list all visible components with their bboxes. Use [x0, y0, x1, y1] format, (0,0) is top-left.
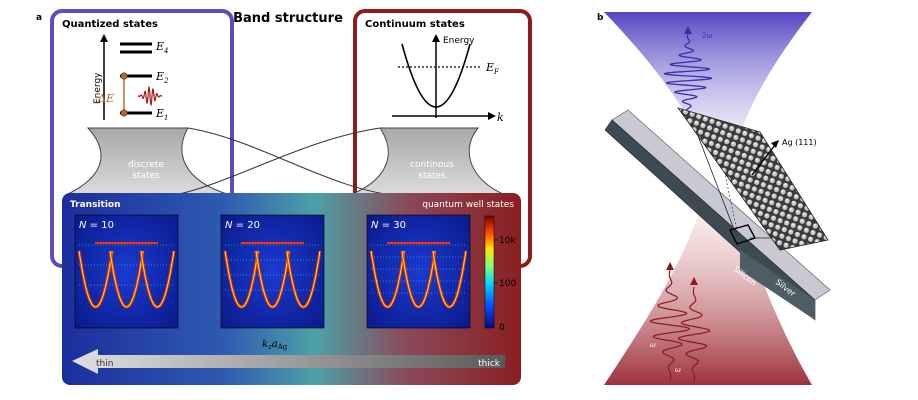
colorbar: [484, 215, 495, 329]
qw-map-3: N = 30: [366, 214, 471, 329]
continuum-energy-arrowhead: [432, 34, 440, 42]
fundamental-wave-1: [649, 269, 691, 381]
band-structure-title: Band structure: [233, 11, 343, 26]
electron-e2: [120, 72, 128, 80]
e1-label: E1: [155, 107, 169, 122]
qw-map-label: N = 20: [225, 220, 260, 231]
k-axis-label: k: [497, 111, 504, 124]
surface-marker: [728, 224, 757, 245]
qw-map-2: N = 20: [220, 214, 325, 329]
omega-label-b: ω: [675, 366, 681, 374]
energy-axis-arrowhead: [100, 34, 108, 42]
photon-wave: [137, 86, 163, 106]
omega2-label: 2ω: [701, 32, 712, 40]
continuum-states-title: Continuum states: [365, 19, 465, 30]
thin-label: thin: [96, 359, 113, 369]
panel-b-letter: b: [597, 13, 604, 23]
normal-arrowhead: [771, 140, 779, 148]
ag111-label: Ag (111): [782, 138, 817, 147]
qw-map-label: N = 10: [79, 220, 114, 231]
quantum-well-label: quantum well states: [422, 200, 514, 210]
qw-map-frame: [220, 214, 325, 329]
panel-a-letter: a: [36, 13, 42, 23]
transition-title: Transition: [70, 200, 121, 210]
fermi-label: EF: [485, 61, 500, 76]
dispersion-arc-core: [109, 250, 144, 308]
continuum-energy-label: Energy: [443, 36, 475, 46]
e4-label: E4: [155, 40, 169, 55]
dispersion-arc-core: [286, 250, 321, 308]
k-axis-arrowhead: [488, 112, 496, 120]
thick-label: thick: [478, 359, 501, 369]
ag111-lattice: [676, 107, 829, 251]
qw-map-frame: [366, 214, 471, 329]
dispersion-arc-core: [370, 250, 405, 308]
qw-map-label: N = 30: [371, 220, 406, 231]
colorbar-tick-0: 0: [499, 323, 505, 333]
parabola: [401, 43, 471, 108]
cross-curve-left: [187, 127, 401, 197]
top-beam: [604, 12, 812, 140]
dispersion-arc-core: [140, 250, 175, 308]
dispersion-arc-core: [78, 250, 113, 308]
silver-layer: [740, 250, 815, 320]
cross-curve-right: [169, 127, 381, 197]
kz-axis-label: kzaAg: [262, 339, 288, 351]
fundamental-arrowhead-1: [666, 262, 674, 270]
dispersion-arc-core: [224, 250, 259, 308]
bottom-beam: [604, 210, 812, 385]
dispersion-arc-core: [432, 250, 467, 308]
fundamental-wave-2: [677, 286, 711, 383]
quantized-states-title: Quantized states: [62, 19, 158, 30]
normal-arrow: [751, 144, 776, 176]
energy-axis-label: Energy: [93, 72, 103, 104]
second-harmonic-arrowhead: [684, 26, 692, 34]
dispersion-arc-core: [255, 250, 290, 308]
electron-e1: [120, 109, 128, 117]
second-harmonic-wave: [663, 33, 713, 119]
fundamental-arrowhead-2: [690, 277, 698, 285]
qw-map-frame: [74, 214, 179, 329]
colorbar-tick-10k: 10k: [499, 236, 516, 246]
e2-label: E2: [155, 70, 169, 85]
colorbar-tick-100: 100: [499, 279, 516, 289]
thickness-arrow: [72, 349, 505, 374]
qw-map-1: N = 10: [74, 214, 179, 329]
omega-label-a: ω: [650, 341, 656, 349]
dispersion-arc-core: [401, 250, 436, 308]
delta-e-label: ΔE: [97, 92, 114, 105]
